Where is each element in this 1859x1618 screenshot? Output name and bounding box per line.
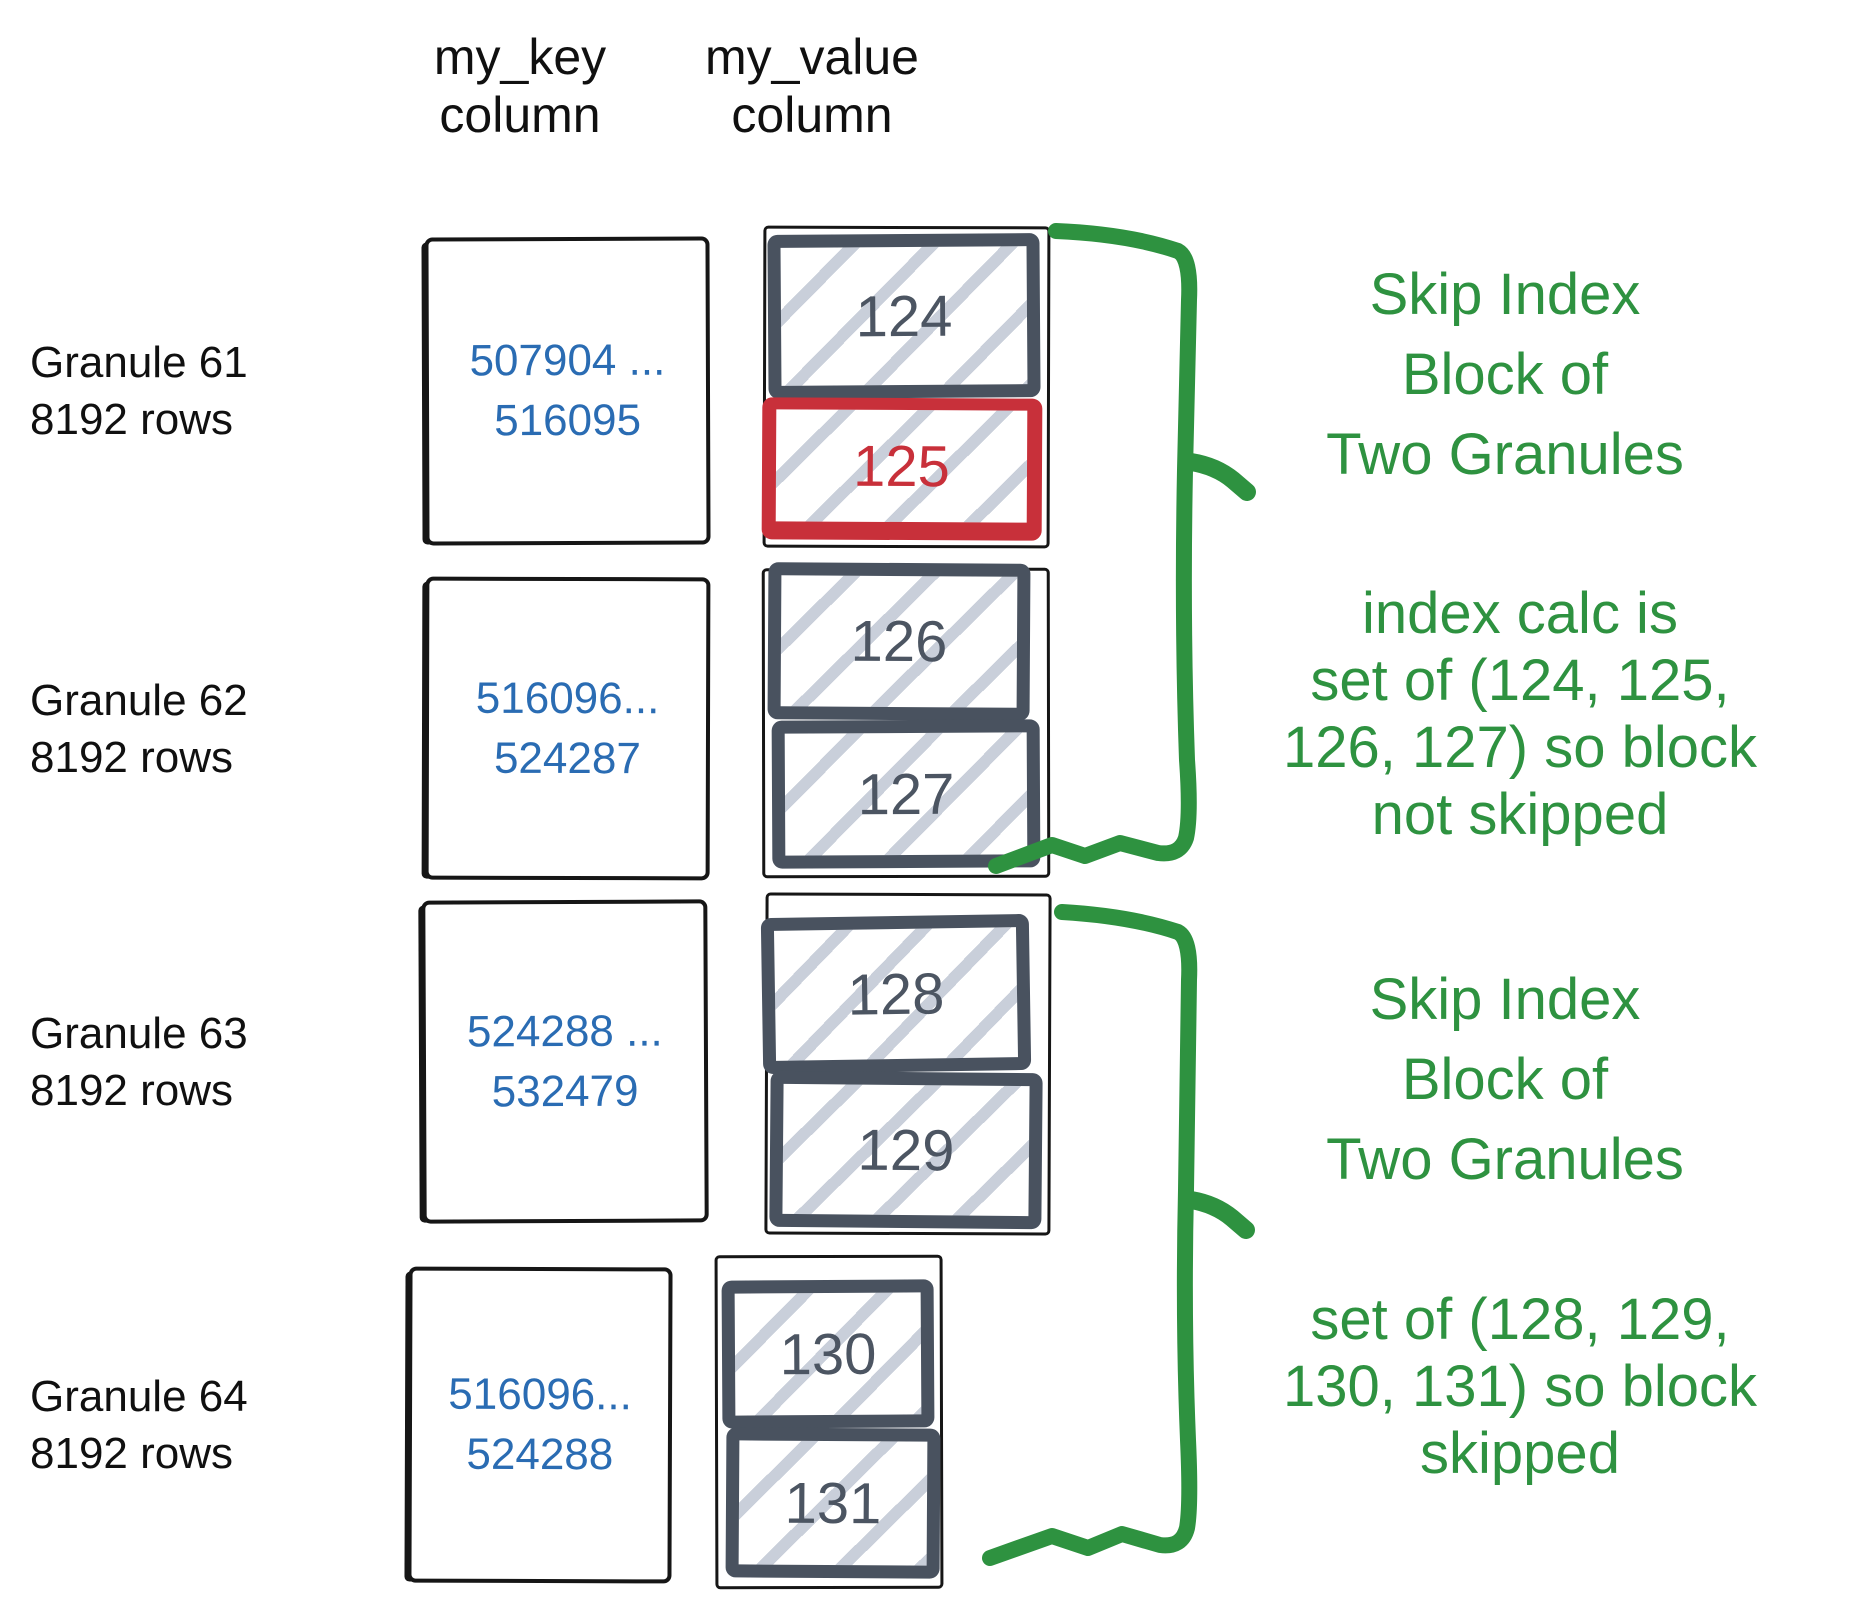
value-block-124: 124 [767, 233, 1041, 399]
granule-64-label: Granule 64 8192 rows [30, 1267, 330, 1583]
key-range-max: 532479 [491, 1066, 639, 1116]
block-value-label: 129 [857, 1117, 955, 1183]
annotation-index-calc-skipped: set of (128, 129, 130, 131) so block ski… [1255, 1286, 1785, 1487]
block-value-label: 125 [852, 433, 951, 499]
granule-63-label: Granule 63 8192 rows [30, 900, 330, 1223]
block-value-label: 128 [847, 960, 945, 1028]
header-line: column [439, 87, 601, 143]
block-value-label: 124 [855, 283, 953, 349]
brace-2-tick [1182, 1191, 1255, 1239]
key-range-max: 524287 [493, 733, 641, 783]
annotation-line: set of (128, 129, [1310, 1287, 1730, 1352]
value-block-129: 129 [769, 1070, 1043, 1230]
annotation-line: Block of [1401, 1047, 1609, 1112]
annotation-line: set of (124, 125, [1310, 648, 1730, 713]
granule-rows: 8192 rows [30, 395, 234, 444]
annotation-skip-block-2: Skip Index Block of Two Granules [1270, 960, 1740, 1200]
granule-name: Granule 61 [30, 338, 248, 387]
annotation-line: 130, 131) so block [1283, 1354, 1757, 1419]
annotation-line: Skip Index [1369, 967, 1641, 1032]
key-range-min: 516096... [475, 673, 660, 723]
granule-61-key-box: 507904 ... 516095 [424, 236, 711, 546]
annotation-line: 126, 127) so block [1283, 715, 1757, 780]
value-block-130: 130 [721, 1279, 935, 1429]
granule-64-key-box: 516096... 524288 [407, 1266, 673, 1584]
header-line: my_key [433, 29, 607, 85]
granule-63-key-box: 524288 ... 532479 [421, 899, 709, 1224]
header-line: column [731, 87, 893, 143]
key-range-max: 516095 [494, 395, 642, 446]
granule-name: Granule 63 [30, 1008, 248, 1058]
granule-name: Granule 64 [30, 1372, 248, 1421]
value-block-125-highlighted: 125 [761, 397, 1043, 541]
granule-rows: 8192 rows [30, 1429, 234, 1478]
annotation-skip-block-1: Skip Index Block of Two Granules [1270, 255, 1740, 495]
annotation-line: not skipped [1371, 782, 1669, 847]
block-value-label: 126 [850, 608, 948, 675]
block-value-label: 130 [779, 1321, 877, 1387]
value-block-127: 127 [771, 719, 1041, 869]
block-value-label: 131 [784, 1470, 882, 1536]
granule-61-label: Granule 61 8192 rows [30, 237, 330, 545]
annotation-line: Block of [1401, 342, 1609, 407]
annotation-line: Skip Index [1369, 262, 1641, 327]
key-range-min: 524288 ... [466, 1006, 663, 1056]
granule-rows: 8192 rows [30, 1065, 234, 1115]
granule-62-label: Granule 62 8192 rows [30, 577, 330, 880]
value-block-128: 128 [760, 913, 1032, 1075]
header-line: my_value [705, 29, 919, 85]
value-block-126: 126 [767, 562, 1031, 721]
annotation-index-calc-not-skipped: index calc is set of (124, 125, 126, 127… [1255, 580, 1785, 848]
key-range-min: 516096... [448, 1369, 632, 1420]
annotation-line: index calc is [1362, 581, 1678, 646]
brace-1-tick [1182, 453, 1256, 501]
annotation-line: Two Granules [1326, 1127, 1684, 1192]
annotation-line: Two Granules [1326, 422, 1684, 487]
value-block-131: 131 [725, 1427, 941, 1579]
granule-name: Granule 62 [30, 675, 248, 725]
granule-62-key-box: 516096... 524287 [424, 576, 711, 881]
annotation-line: skipped [1420, 1421, 1620, 1486]
key-range-min: 507904 ... [469, 335, 666, 386]
granule-rows: 8192 rows [30, 732, 234, 782]
key-range-max: 524288 [466, 1429, 614, 1480]
block-value-label: 127 [857, 761, 955, 827]
